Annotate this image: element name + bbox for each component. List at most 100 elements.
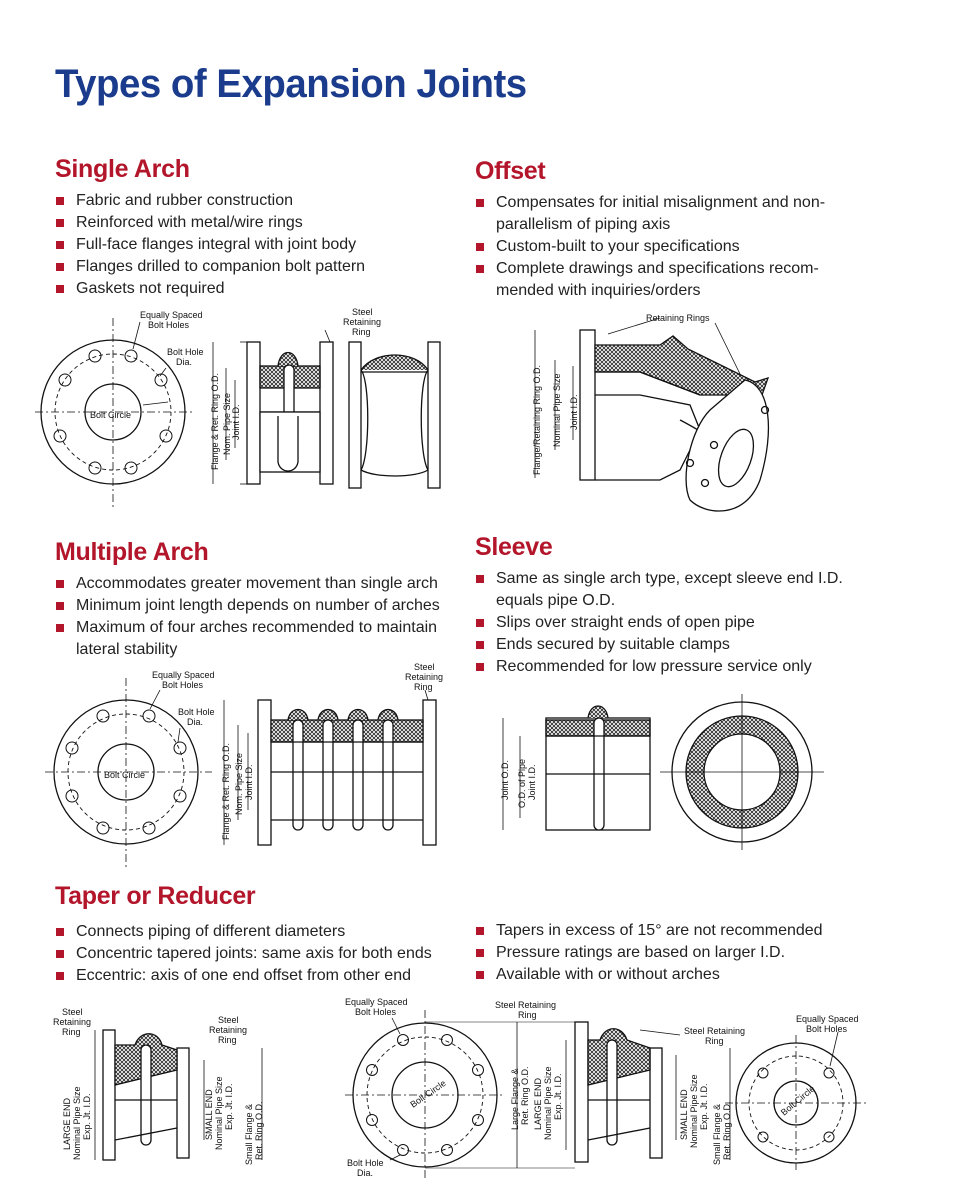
label-ma-nom-pipe: Nom. Pipe Size — [234, 753, 244, 815]
label-tr-steel-1: Steel Retaining — [684, 1026, 745, 1036]
label-steel-1: Steel — [352, 307, 373, 317]
label-tl-bolt-dia-2: Dia. — [357, 1168, 373, 1178]
bullet-item: Fabric and rubber construction — [55, 190, 455, 212]
section-offset: Offset Compensates for initial misalignm… — [475, 157, 875, 302]
bullet-item: Tapers in excess of 15° are not recommen… — [475, 920, 895, 942]
page-title: Types of Expansion Joints — [55, 62, 527, 106]
multiple-arch-side-view — [223, 689, 437, 846]
label-small-end-1: SMALL END — [204, 1089, 214, 1140]
label-tl-bolt-dia-1: Bolt Hole — [347, 1158, 384, 1168]
label-t-steel-r2: Retaining — [209, 1025, 247, 1035]
bullet-item: Ends secured by suitable clamps — [475, 634, 895, 656]
bullet-item: Connects piping of different diameters — [55, 921, 475, 943]
label-ma-joint-id: Joint I.D. — [244, 764, 254, 800]
bullet-item: Accommodates greater movement than singl… — [55, 573, 475, 595]
label-flange-od: Flange & Ret. Ring O.D. — [210, 373, 220, 470]
bullet-list: Same as single arch type, except sleeve … — [475, 568, 895, 678]
label-bolt-hole-dia-1: Bolt Hole — [167, 347, 204, 357]
label-large-end-2: Nominal Pipe Size — [72, 1086, 82, 1160]
bullet-item: Minimum joint length depends on number o… — [55, 595, 475, 617]
taper-side-view — [94, 1029, 263, 1161]
label-bolt-holes-2: Bolt Holes — [148, 320, 190, 330]
label-ma-bolt-dia-1: Bolt Hole — [178, 707, 215, 717]
section-taper: Taper or Reducer Connects piping of diff… — [55, 882, 475, 987]
label-tl-large-end-3: Exp. Jt. I.D. — [553, 1073, 563, 1120]
bullet-item: Custom-built to your specifications — [475, 236, 875, 258]
label-tl-steel-2: Ring — [518, 1010, 537, 1020]
offset-diagram — [534, 317, 770, 512]
label-small-end-3: Exp. Jt. I.D. — [224, 1083, 234, 1130]
section-heading: Taper or Reducer — [55, 882, 256, 910]
label-nom-pipe: Nom. Pipe Size — [222, 393, 232, 455]
label-small-flange-1: Small Flange & — [244, 1104, 254, 1165]
multiple-arch-flange-diagram — [45, 678, 212, 870]
section-heading: Multiple Arch — [55, 538, 209, 566]
label-joint-od: Joint O.D. — [500, 760, 510, 800]
bullet-item: Gaskets not required — [55, 278, 455, 300]
label-bolt-hole-dia-2: Dia. — [176, 357, 192, 367]
label-offset-nom: Nominal Pipe Size — [552, 373, 562, 447]
label-t-steel-3: Ring — [62, 1027, 81, 1037]
label-large-end-3: Exp. Jt. I.D. — [82, 1093, 92, 1140]
label-ma-steel-2: Retaining — [405, 672, 443, 682]
label-tl-large-end-2: Nominal Pipe Size — [543, 1066, 553, 1140]
label-offset-joint: Joint I.D. — [569, 394, 579, 430]
section-heading: Sleeve — [475, 533, 553, 561]
bullet-item: Complete drawings and specifications rec… — [475, 258, 875, 302]
label-tl-bolt-holes-1: Equally Spaced — [345, 997, 408, 1007]
label-tl-steel-1: Steel Retaining — [495, 1000, 556, 1010]
label-small-end-2: Nominal Pipe Size — [214, 1076, 224, 1150]
label-tr-small-end-1: SMALL END — [679, 1089, 689, 1140]
label-tr-small-end-3: Exp. Jt. I.D. — [699, 1083, 709, 1130]
label-t-steel-2: Retaining — [53, 1017, 91, 1027]
label-tl-large-end-1: LARGE END — [533, 1077, 543, 1130]
label-ma-bolt-dia-2: Dia. — [187, 717, 203, 727]
bullet-list: Compensates for initial misalignment and… — [475, 192, 875, 302]
label-t-steel-r1: Steel — [218, 1015, 239, 1025]
taper-large-flange — [345, 1010, 575, 1180]
label-sleeve-joint-id: Joint I.D. — [527, 764, 537, 800]
single-arch-flange-diagram — [35, 318, 195, 510]
label-bolt-circle: Bolt Circle — [90, 410, 131, 420]
label-steel-3: Ring — [352, 327, 371, 337]
label-ts-bolt-holes-1: Equally Spaced — [796, 1014, 859, 1024]
label-joint-id: Joint I.D. — [231, 404, 241, 440]
label-large-flange-2: Ret. Ring O.D. — [520, 1066, 530, 1125]
label-tr-small-flange-1: Small Flange & — [712, 1104, 722, 1165]
label-ma-bolt-holes-1: Equally Spaced — [152, 670, 215, 680]
label-large-flange-1: Large Flange & — [510, 1068, 520, 1130]
label-ma-steel-3: Ring — [414, 682, 433, 692]
label-ma-bolt-holes-2: Bolt Holes — [162, 680, 204, 690]
section-multiple-arch: Multiple Arch Accommodates greater movem… — [55, 538, 475, 661]
label-small-flange-2: Ret. Ring O.D. — [254, 1101, 264, 1160]
bullet-item: Full-face flanges integral with joint bo… — [55, 234, 455, 256]
bullet-item: Recommended for low pressure service onl… — [475, 656, 895, 678]
label-tr-small-end-2: Nominal Pipe Size — [689, 1074, 699, 1148]
label-steel-2: Retaining — [343, 317, 381, 327]
bullet-item: Reinforced with metal/wire rings — [55, 212, 455, 234]
sleeve-diagram — [502, 694, 824, 850]
section-single-arch: Single Arch Fabric and rubber constructi… — [55, 155, 455, 300]
bullet-item: Compensates for initial misalignment and… — [475, 192, 875, 236]
label-ts-bolt-circle: Bolt Circle — [779, 1084, 817, 1118]
label-retaining-rings: Retaining Rings — [646, 313, 710, 323]
single-arch-outside-view — [348, 341, 441, 489]
label-t-steel-r3: Ring — [218, 1035, 237, 1045]
taper-large-side — [516, 1021, 731, 1168]
label-ma-flange-od: Flange & Ret. Ring O.D. — [221, 743, 231, 840]
bullet-item: Pressure ratings are based on larger I.D… — [475, 942, 895, 964]
label-ts-bolt-holes-2: Bolt Holes — [806, 1024, 848, 1034]
label-tr-small-flange-2: Ret. Ring O.D. — [722, 1101, 732, 1160]
label-large-end-1: LARGE END — [62, 1097, 72, 1150]
bullet-item: Concentric tapered joints: same axis for… — [55, 943, 475, 965]
bullet-list: Accommodates greater movement than singl… — [55, 573, 475, 661]
section-taper-right: Tapers in excess of 15° are not recommen… — [475, 914, 895, 986]
label-t-steel-1: Steel — [62, 1007, 83, 1017]
section-sleeve: Sleeve Same as single arch type, except … — [475, 533, 895, 678]
label-bolt-holes-1: Equally Spaced — [140, 310, 203, 320]
bullet-item: Slips over straight ends of open pipe — [475, 612, 895, 634]
bullet-list: Tapers in excess of 15° are not recommen… — [475, 920, 895, 986]
single-arch-side-view — [212, 329, 334, 485]
